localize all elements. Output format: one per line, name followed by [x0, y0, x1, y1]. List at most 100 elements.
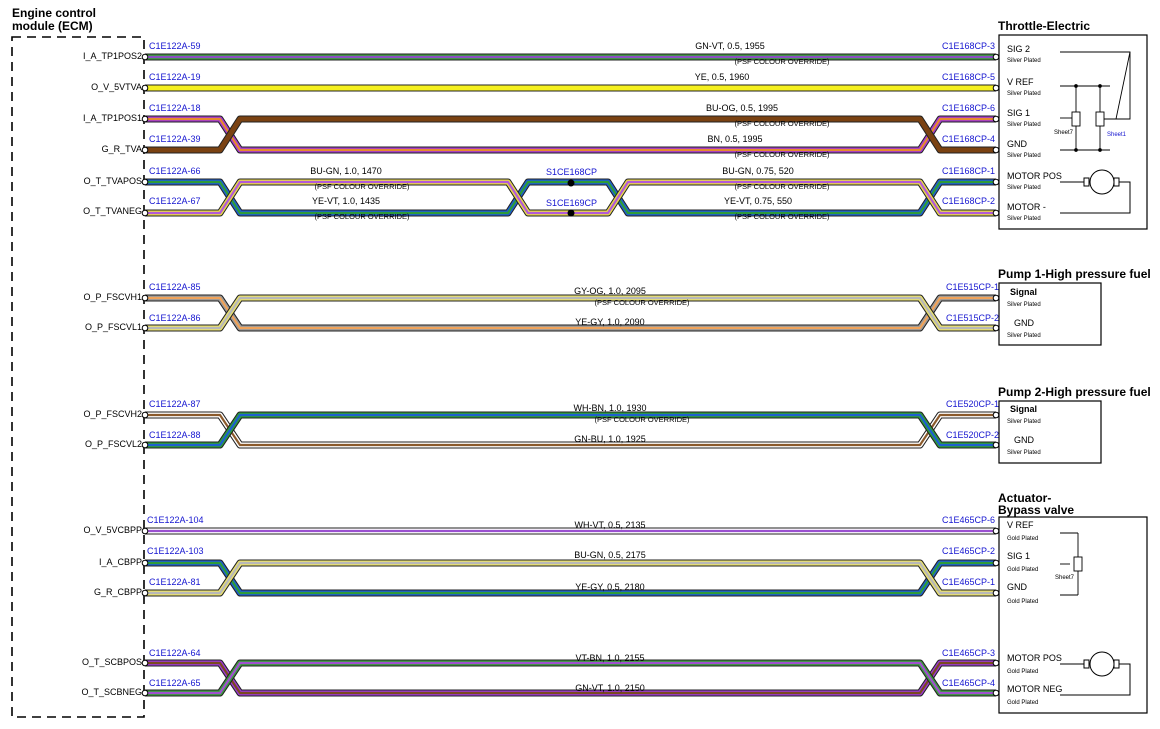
wire-spec-2: YE-VT, 0.75, 550 — [724, 196, 792, 206]
left-connector-labels: C1E122A-59 C1E122A-19 C1E122A-18 C1E122A… — [147, 41, 204, 688]
component-title: Throttle-Electric — [998, 19, 1090, 33]
right-connector-label: C1E465CP-2 — [942, 546, 995, 556]
wire-6 — [141, 294, 1000, 332]
terminal-pin — [141, 294, 149, 302]
wire-2 — [141, 115, 1000, 154]
wire-spec: VT-BN, 1.0, 2155 — [575, 653, 644, 663]
wire-override: (PSF COLOUR OVERRIDE) — [734, 119, 830, 128]
wire-spec: YE-GY, 1.0, 2090 — [575, 317, 644, 327]
left-connector-label: C1E122A-88 — [149, 430, 201, 440]
component-pin-label: MOTOR - — [1007, 202, 1046, 212]
wire-outline — [145, 115, 996, 154]
terminal-pin — [992, 589, 1000, 597]
wire-stripe-colour — [145, 117, 996, 152]
wire-outline — [145, 659, 996, 697]
right-connector-label: C1E465CP-6 — [942, 515, 995, 525]
terminal-pin — [141, 84, 149, 92]
plating-label: Silver Plated — [1007, 122, 1041, 128]
component-pump-1: Pump 1-High pressure fuel Signal Silver … — [998, 267, 1151, 346]
splice-dot-169 — [567, 209, 575, 217]
wire-spec: BU-GN, 0.5, 2175 — [574, 550, 646, 560]
component-pin-label: GND — [1014, 435, 1035, 445]
left-connector-label: C1E122A-59 — [149, 41, 201, 51]
ecm-pin-label: O_T_SCBNEG — [81, 687, 142, 697]
wire-spec: BU-GN, 1.0, 1470 — [310, 166, 382, 176]
terminal-pin — [141, 689, 149, 697]
ecm-pin-label: I_A_TP1POS2 — [83, 51, 142, 61]
left-connector-label: C1E122A-86 — [149, 313, 201, 323]
wire-override: (PSF COLOUR OVERRIDE) — [594, 415, 690, 424]
sheet-label: Sheet7 — [1055, 575, 1075, 581]
component-throttle-electric: Throttle-Electric SIG 2 Silver Plated V … — [998, 19, 1148, 230]
left-connector-label: C1E122A-66 — [149, 166, 201, 176]
wire-8 — [141, 411, 1000, 449]
wire-base-colour — [145, 660, 996, 696]
terminal-pin — [141, 178, 149, 186]
wire-base-colour — [145, 560, 996, 596]
component-pin-label: SIG 2 — [1007, 44, 1030, 54]
component-pump-2: Pump 2-High pressure fuel Signal Silver … — [998, 385, 1151, 464]
plating-label: Silver Plated — [1007, 450, 1041, 456]
plating-label: Silver Plated — [1007, 333, 1041, 339]
terminal-pin — [992, 178, 1000, 186]
right-connector-labels: C1E168CP-3 C1E168CP-5 C1E168CP-6 C1E168C… — [942, 41, 999, 688]
component-pin-label: Signal — [1010, 287, 1037, 297]
ecm-pin-label: G_R_TVA — [102, 144, 142, 154]
right-connector-label: C1E168CP-1 — [942, 166, 995, 176]
ecm-pin-label: O_P_FSCVH2 — [83, 409, 142, 419]
wire-outline — [145, 659, 996, 697]
wire-spec: GN-BU, 1.0, 1925 — [574, 434, 646, 444]
terminal-pin — [992, 209, 1000, 217]
ecm-pin-label: O_P_FSCVL2 — [85, 439, 142, 449]
wire-14 — [141, 659, 1000, 697]
component-title: Actuator- — [998, 491, 1051, 505]
terminal-pin — [992, 527, 1000, 535]
component-title: Pump 2-High pressure fuel — [998, 385, 1151, 399]
wire-outline — [145, 411, 996, 449]
terminal-pin — [992, 324, 1000, 332]
wire-outline — [145, 411, 996, 449]
ecm-pin-label: I_A_TP1POS1 — [83, 113, 142, 123]
wire-override: (PSF COLOUR OVERRIDE) — [594, 298, 690, 307]
component-pin-label: GND — [1007, 582, 1028, 592]
wire-spec: YE-GY, 0.5, 2180 — [575, 582, 644, 592]
left-connector-label: C1E122A-85 — [149, 282, 201, 292]
wire-spec: WH-BN, 1.0, 1930 — [573, 403, 646, 413]
terminal-pin — [141, 209, 149, 217]
terminal-pin — [992, 659, 1000, 667]
wire-base-colour — [145, 116, 996, 153]
left-connector-label: C1E122A-103 — [147, 546, 204, 556]
wire-stripe-colour — [145, 661, 996, 695]
sheet-link[interactable]: Sheet1 — [1107, 132, 1127, 138]
plating-label: Silver Plated — [1007, 419, 1041, 425]
component-pin-label: MOTOR NEG — [1007, 684, 1062, 694]
wire-override: (PSF COLOUR OVERRIDE) — [734, 182, 830, 191]
wire-spec: YE, 0.5, 1960 — [695, 72, 750, 82]
wire-base-colour — [145, 660, 996, 696]
wire-stripe-colour — [145, 296, 996, 330]
plating-label: Gold Plated — [1007, 700, 1038, 706]
wire-override: (PSF COLOUR OVERRIDE) — [314, 182, 410, 191]
wire-stripe-colour — [145, 413, 996, 447]
left-connector-label: C1E122A-19 — [149, 72, 201, 82]
plating-label: Gold Plated — [1007, 567, 1038, 573]
terminal-pin — [992, 559, 1000, 567]
splice-label-168: S1CE168CP — [546, 167, 597, 177]
component-pin-label: V REF — [1007, 520, 1034, 530]
right-connector-label: C1E168CP-5 — [942, 72, 995, 82]
component-pin-label: SIG 1 — [1007, 108, 1030, 118]
wire-1 — [141, 84, 1000, 92]
wire-13 — [141, 659, 1000, 697]
wire-spec-2: BU-GN, 0.75, 520 — [722, 166, 794, 176]
left-connector-label: C1E122A-65 — [149, 678, 201, 688]
wire-base-colour — [145, 412, 996, 448]
component-pin-label: GND — [1007, 139, 1028, 149]
terminal-pin — [992, 115, 1000, 123]
terminal-pin — [992, 53, 1000, 61]
wire-spec-labels: GN-VT, 0.5, 1955 (PSF COLOUR OVERRIDE) Y… — [310, 41, 830, 693]
component-pin-label: MOTOR POS — [1007, 171, 1062, 181]
ecm-pin-label: O_P_FSCVH1 — [83, 292, 142, 302]
right-connector-label: C1E168CP-3 — [942, 41, 995, 51]
terminal-pin — [141, 53, 149, 61]
